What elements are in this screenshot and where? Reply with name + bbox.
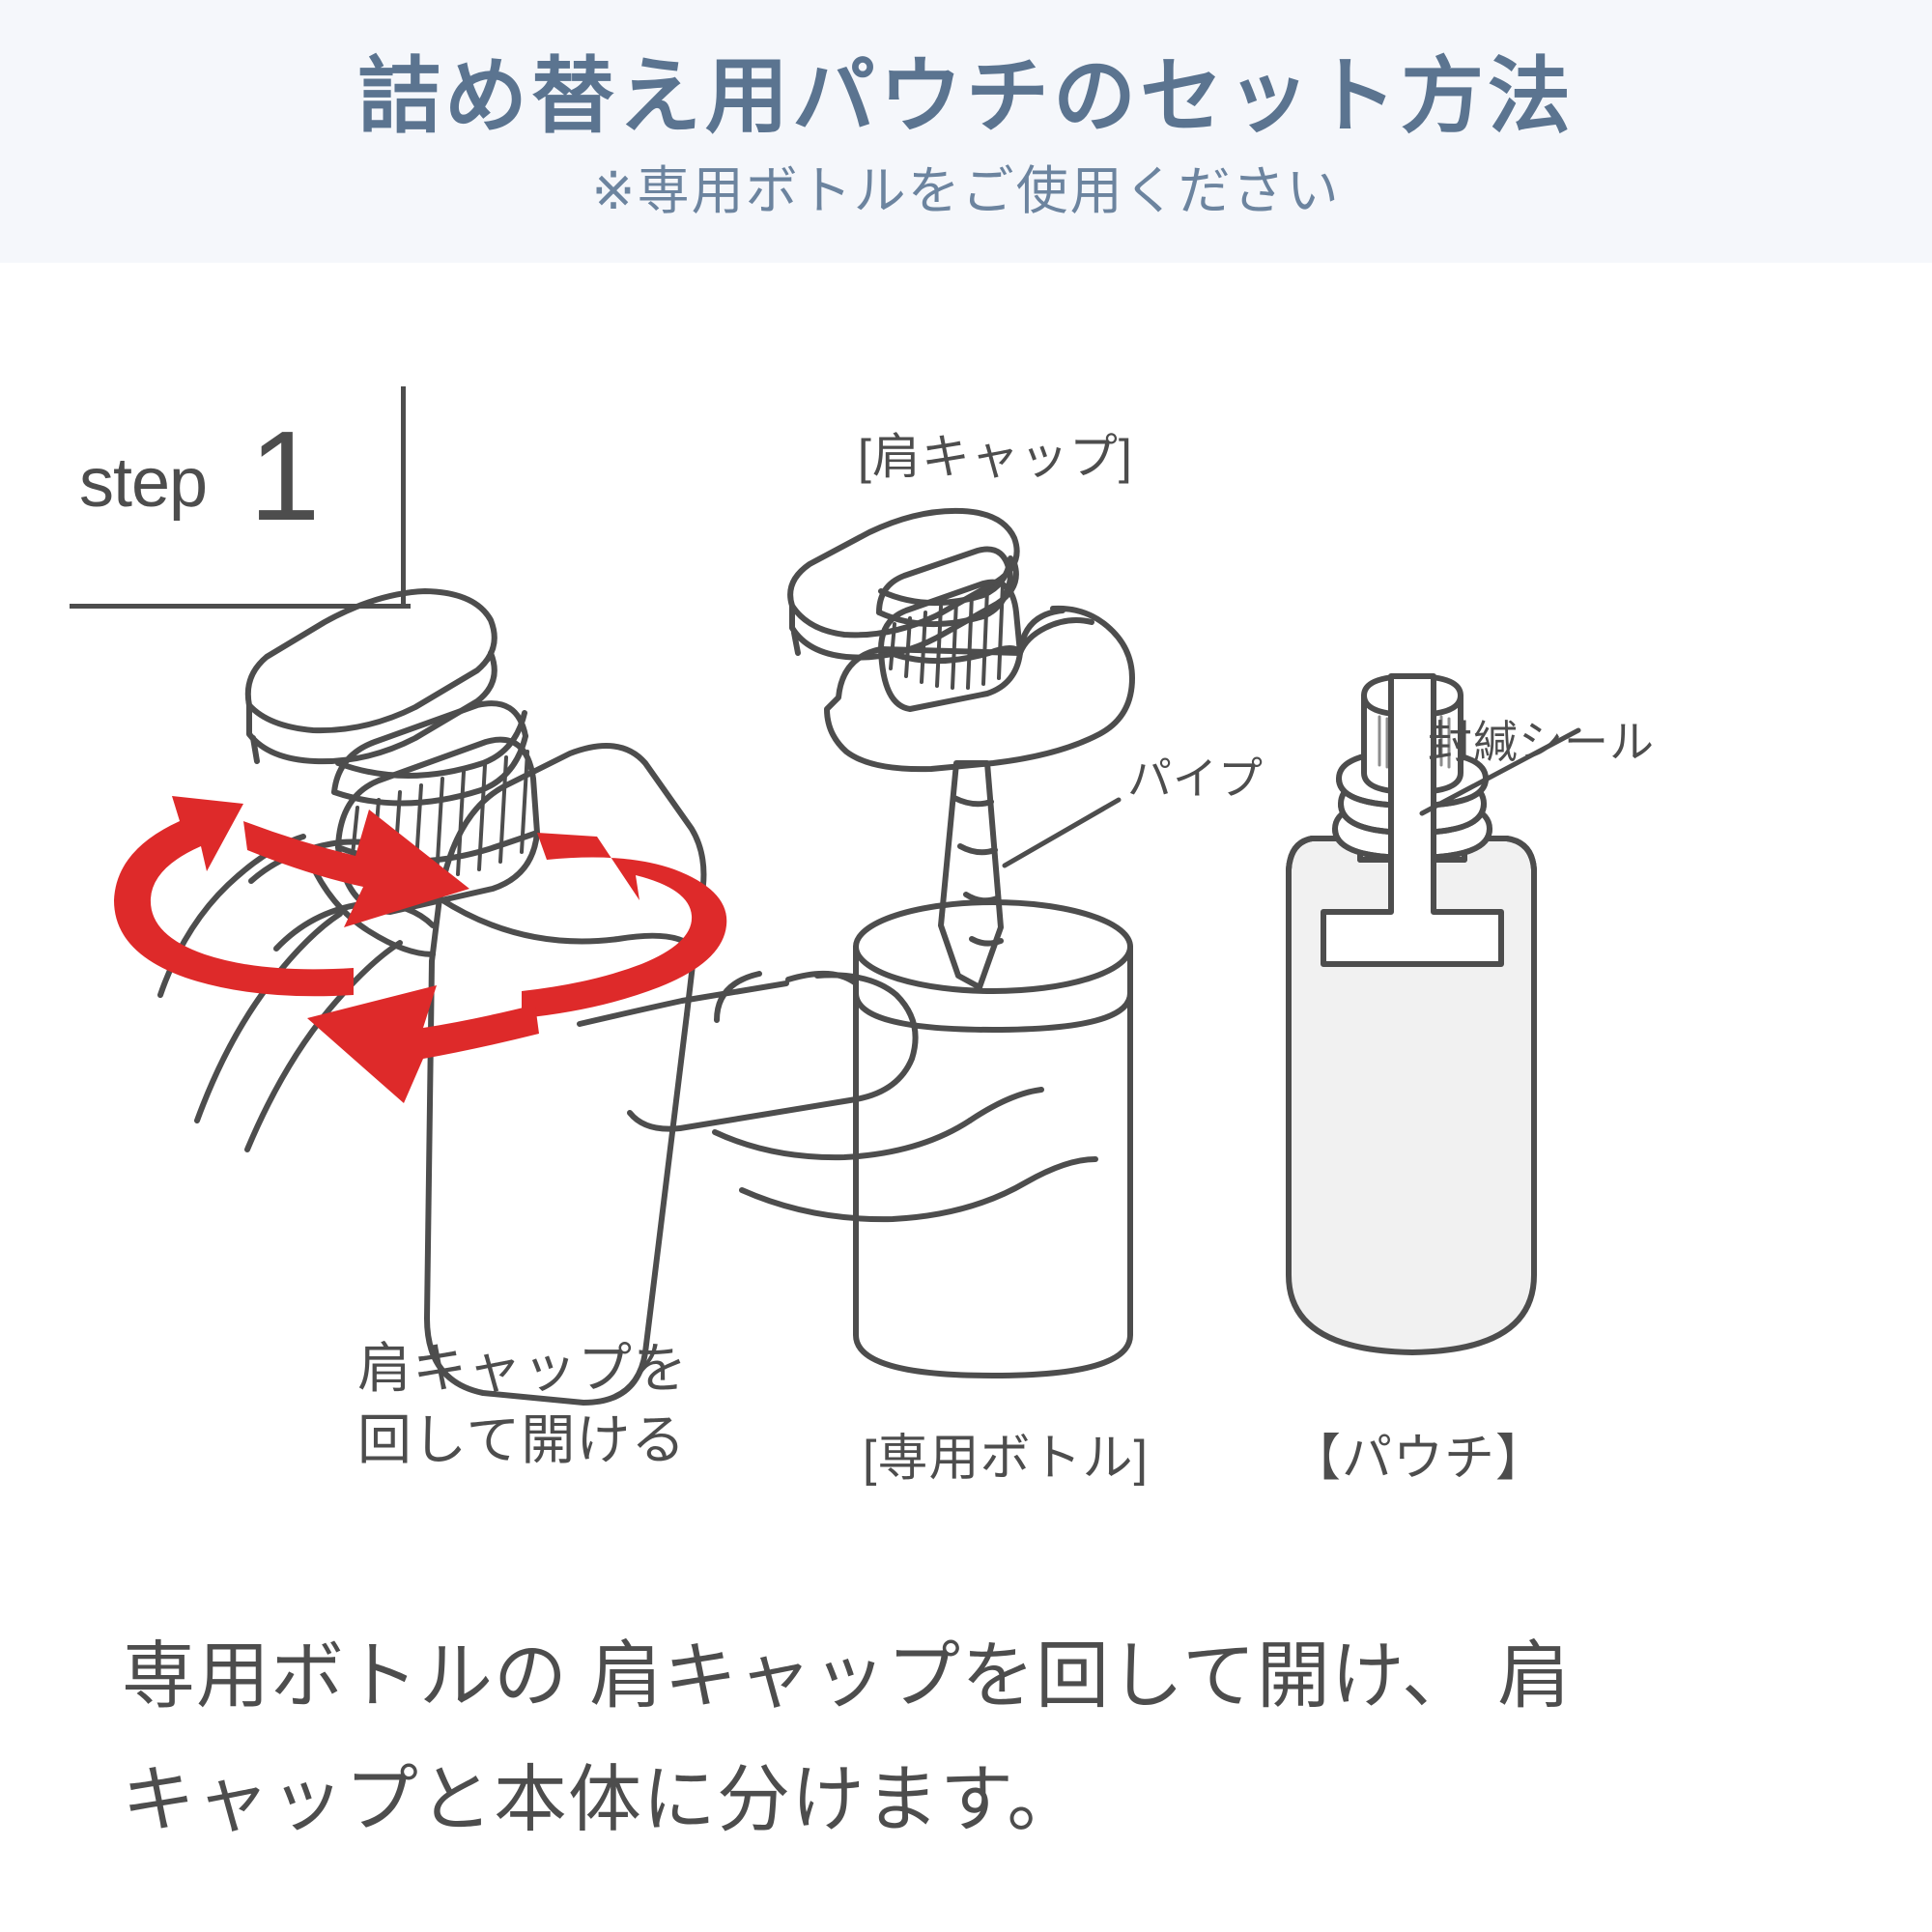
shoulder-cap-and-bottle-illustration	[787, 507, 1135, 1378]
label-bottle: [専用ボトル]	[863, 1431, 1149, 1487]
label-shoulder-cap: [肩キャップ]	[858, 430, 1133, 484]
bottle-cylinder	[853, 899, 1133, 1378]
label-pipe: パイプ	[1127, 753, 1264, 804]
label-pouch: 【パウチ】	[1291, 1431, 1548, 1487]
hand-right-grip	[577, 970, 1098, 1223]
step-frame-bottom-rule	[70, 604, 411, 609]
pouch-body	[1286, 820, 1537, 1355]
pump-collar-ribbed	[878, 579, 1023, 712]
step-badge: step 1	[58, 386, 411, 609]
bottle-collar-ribbed	[335, 736, 540, 915]
step-label: step	[79, 444, 208, 522]
pump-pipe	[938, 760, 1004, 990]
hand-turning-bottle-illustration	[114, 588, 1098, 1406]
caption-turn-shoulder-cap: 肩キャップを 回して開ける	[357, 1338, 688, 1470]
hand-left-fingers	[157, 834, 436, 1152]
page-title: 詰め替え用パウチのセット方法	[357, 50, 1575, 143]
pouch-shoulder-left	[1286, 820, 1363, 872]
pump-collar-upper-bands	[876, 546, 1013, 628]
pouch-shoulder-right	[1462, 820, 1537, 872]
rotation-arrows	[114, 796, 727, 1103]
bottle-shoulder	[437, 743, 707, 952]
bottle-collar-upper-ring	[331, 700, 528, 807]
page-subtitle: ※専用ボトルをご使用ください	[591, 162, 1341, 220]
bottle-body-tilted	[424, 895, 697, 1406]
step-description-line-2: キャップと本体に分けます。	[122, 1759, 1082, 1841]
header-band: 詰め替え用パウチのセット方法 ※専用ボトルをご使用ください	[0, 0, 1932, 263]
pump-lever-paddle	[787, 507, 1020, 661]
pouch-illustration	[1286, 673, 1581, 1355]
pipe-leader-line	[1002, 797, 1122, 868]
shoulder-cap-body	[824, 605, 1135, 773]
step-frame-right-rule	[401, 386, 406, 605]
step-description: 専用ボトルの 肩キャップを回して開け、 肩 キャップと本体に分けます。	[122, 1615, 1822, 1862]
step-number: 1	[249, 405, 321, 547]
pump-press-lever	[244, 588, 497, 765]
step-description-line-1: 専用ボトルの 肩キャップを回して開け、 肩	[122, 1635, 1573, 1718]
label-seal: 封緘シール	[1428, 717, 1655, 767]
